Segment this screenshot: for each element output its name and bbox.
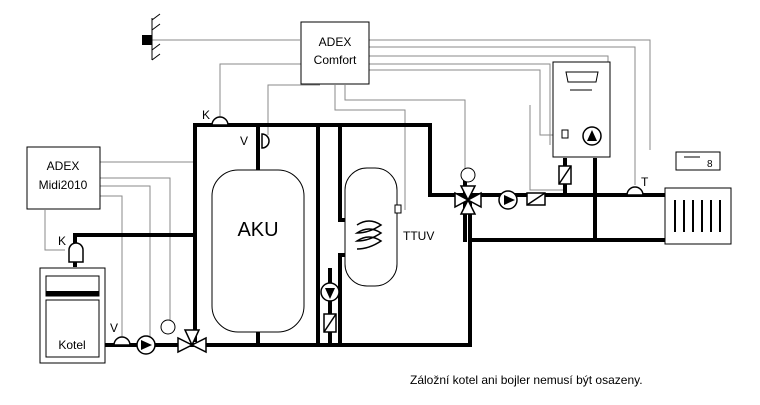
check-valve-icon-ttuv [323, 313, 337, 333]
control-wires [44, 39, 651, 340]
sensor-t-right: T [626, 175, 649, 196]
adex-midi-controller: ADEX Midi2010 [26, 146, 101, 210]
mixing-valve-icon-bottom [160, 319, 207, 354]
sensor-k-top: K [202, 108, 229, 126]
outdoor-sensor-icon [142, 13, 161, 61]
aku-tank: AKU [211, 169, 305, 333]
pump-icon-ttuv [320, 282, 340, 302]
ttuv-label: TTUV [403, 229, 434, 243]
sensor-v-top-label: V [240, 134, 248, 148]
sensor-v-bottom: V [110, 321, 131, 346]
adex-midi-line2: Midi2010 [39, 178, 88, 192]
pump-icon-bottom [136, 335, 156, 355]
sensor-t-right-label: T [641, 175, 649, 189]
sensor-k-left: K [58, 234, 84, 263]
sensor-k-top-label: K [202, 108, 210, 122]
sensor-k-left-label: K [58, 234, 66, 248]
kotel-label: Kotel [58, 338, 85, 352]
gas-boiler [552, 61, 611, 158]
check-valve-icon-boiler [558, 165, 572, 185]
room-unit-digit: 8 [707, 159, 713, 170]
backup-boiler: Kotel [39, 267, 106, 364]
room-unit-icon: 8 [675, 151, 721, 171]
adex-comfort-line1: ADEX [319, 35, 352, 49]
pump-icon-right [498, 190, 518, 210]
adex-comfort-line2: Comfort [314, 53, 357, 67]
radiator-icon [664, 187, 732, 245]
sensor-v-top: V [240, 133, 270, 149]
mixing-valve-icon-right [454, 167, 482, 215]
sensor-v-bottom-label: V [110, 321, 118, 335]
adex-midi-line1: ADEX [47, 159, 80, 173]
aku-label: AKU [237, 219, 278, 241]
heating-coil-icon [354, 220, 383, 250]
adex-comfort-controller: ADEX Comfort [300, 21, 370, 85]
caption: Záložní kotel ani bojler nemusí být osaz… [410, 373, 643, 387]
ttuv-tank: TTUV [344, 167, 434, 287]
check-valve-icon-right [526, 192, 546, 206]
